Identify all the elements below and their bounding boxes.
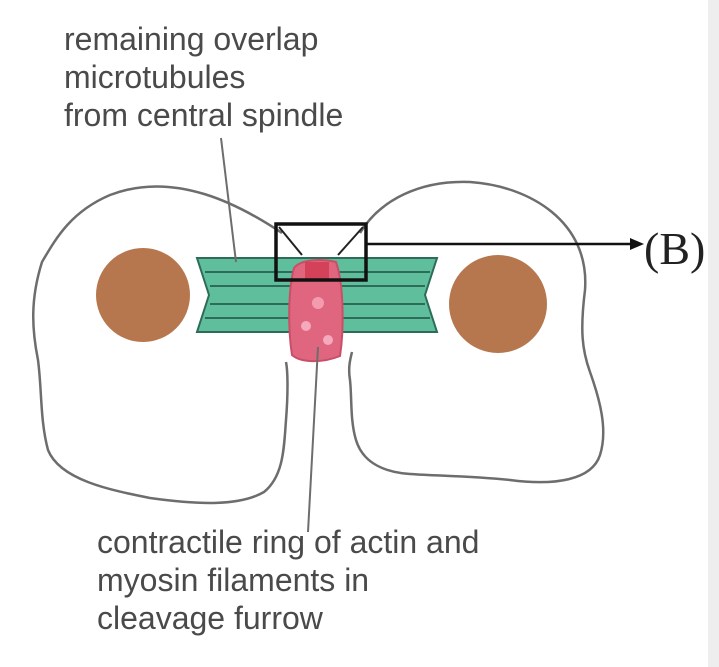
right-cell-outline	[347, 180, 605, 484]
arrow-to-b	[366, 238, 644, 250]
right-edge-strip	[708, 0, 719, 667]
highlight-box-b	[274, 222, 368, 282]
contractile-ring-label-line-2: myosin filaments in	[97, 562, 370, 598]
box-diagonal-right	[337, 226, 364, 256]
left-cell-outline	[31, 185, 289, 505]
microtubules-label-line-1: remaining overlap	[64, 21, 319, 57]
contractile-ring	[288, 259, 344, 363]
microtubules-label-line-2: microtubules	[64, 59, 246, 95]
top-label-leader	[220, 137, 237, 263]
microtubules-label-line-3: from central spindle	[64, 97, 344, 133]
contractile-ring-label-line-3: cleavage furrow	[97, 600, 323, 636]
right-nucleus	[449, 255, 547, 353]
left-nucleus	[96, 248, 190, 342]
bottom-label-leader	[307, 346, 319, 533]
contractile-ring-label-line-1: contractile ring of actin and	[97, 524, 480, 560]
pointer-label-b: (B)	[644, 223, 706, 274]
box-diagonal-left	[278, 226, 303, 256]
